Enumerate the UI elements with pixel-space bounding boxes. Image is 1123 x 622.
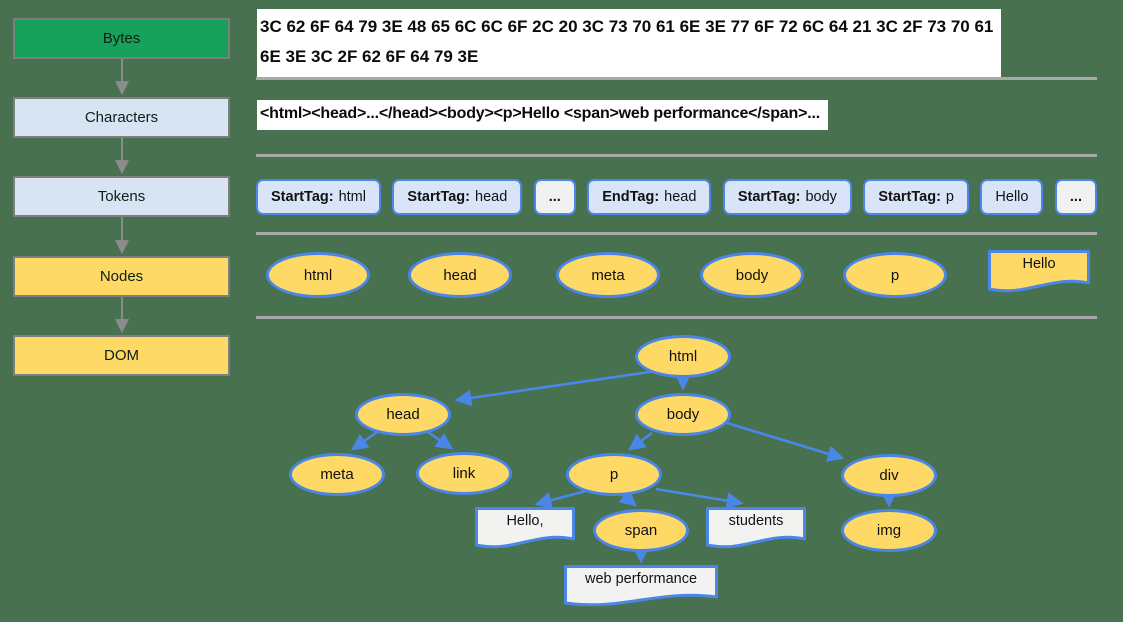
node-label: Hello, <box>506 513 544 529</box>
stage-label: Tokens <box>97 188 146 205</box>
tree-span-node: span <box>593 509 689 552</box>
tree-meta-node: meta <box>289 453 385 496</box>
token-value: head <box>664 189 697 205</box>
node-label: span <box>624 522 658 539</box>
nodes-row-html-node: html <box>266 252 370 298</box>
stage-label: DOM <box>104 347 139 364</box>
token-type: StartTag: <box>878 189 941 205</box>
node-label: head <box>386 406 420 423</box>
tree-edge-body-p <box>627 431 653 451</box>
tree-edge-p-span <box>618 489 637 507</box>
token-value: head <box>475 189 508 205</box>
node-label: meta <box>320 466 354 483</box>
token-box-starttag-html: StartTag:html <box>256 179 381 215</box>
tree-body-node: body <box>635 393 731 436</box>
node-label: html <box>303 266 333 284</box>
node-label: div <box>879 467 899 484</box>
node-label: body <box>735 266 769 284</box>
node-label: Hello <box>1022 256 1056 272</box>
token-value: p <box>945 189 954 205</box>
tree-img-node: img <box>841 509 937 552</box>
node-label: p <box>890 266 900 284</box>
bytes-hex-text: 3C 62 6F 64 79 3E 48 65 6C 6C 6F 2C 20 3… <box>257 9 1002 77</box>
stage-box-bytes: Bytes <box>13 18 230 59</box>
stage-box-characters: Characters <box>13 97 230 138</box>
token-type: StartTag: <box>407 189 470 205</box>
tree-edge-body-div <box>726 421 845 462</box>
node-label: meta <box>591 266 625 284</box>
node-label: p <box>609 466 619 483</box>
stage-label: Characters <box>84 109 159 126</box>
token-value: ... <box>1069 189 1082 205</box>
node-label: html <box>668 348 698 365</box>
token-box-endtag-head: EndTag:head <box>587 179 712 215</box>
nodes-row-head-node: head <box>408 252 512 298</box>
token-value: Hello <box>995 189 1029 205</box>
tree-students-node: students <box>706 507 806 556</box>
token-box-starttag-body: StartTag:body <box>722 179 852 215</box>
row-divider-2 <box>256 154 1097 157</box>
bytes-hex-line-1: 3C 62 6F 64 79 3E 48 65 6C 6C 6F 2C 20 3… <box>260 17 994 36</box>
tree-link-node: link <box>416 452 512 495</box>
tree-webperf-node: web performance <box>564 565 718 614</box>
tree-html-node: html <box>635 335 731 378</box>
nodes-row-body-node: body <box>700 252 804 298</box>
row-divider-4 <box>256 316 1097 319</box>
nodes-row-hello-node: Hello <box>988 250 1090 300</box>
tree-edge-p-students <box>655 487 744 510</box>
node-label: students <box>728 513 784 529</box>
tree-p-node: p <box>566 453 662 496</box>
token-box-...: ... <box>1054 179 1097 215</box>
tree-edge-head-meta <box>350 430 378 451</box>
tree-head-node: head <box>355 393 451 436</box>
token-box-Hello: Hello <box>980 179 1044 215</box>
token-value: ... <box>548 189 561 205</box>
token-type: StartTag: <box>271 189 334 205</box>
token-box-starttag-p: StartTag:p <box>863 179 969 215</box>
token-box-...: ... <box>533 179 576 215</box>
token-type: EndTag: <box>602 189 660 205</box>
nodes-row-p-node: p <box>843 252 947 298</box>
bytes-hex-line-2: 6E 3E 3C 2F 62 6F 64 79 3E <box>260 47 479 66</box>
row-divider-3 <box>256 232 1097 235</box>
node-label: img <box>876 522 902 539</box>
characters-text: <html><head>...</head><body><p>Hello <sp… <box>257 100 828 130</box>
stage-box-nodes: Nodes <box>13 256 230 297</box>
tree-hello-node: Hello, <box>475 507 575 556</box>
stage-box-dom: DOM <box>13 335 230 376</box>
stage-label: Bytes <box>102 30 141 47</box>
tree-edge-head-link <box>427 430 454 450</box>
node-label: body <box>666 406 700 423</box>
token-value: body <box>805 189 837 205</box>
token-value: html <box>338 189 366 205</box>
token-type: StartTag: <box>737 189 801 205</box>
node-label: web performance <box>584 571 698 587</box>
tree-edge-p-hello <box>534 489 587 509</box>
nodes-row-meta-node: meta <box>556 252 660 298</box>
node-label: head <box>443 266 477 284</box>
row-divider-1 <box>256 77 1097 80</box>
tree-div-node: div <box>841 454 937 497</box>
tree-edge-html-head <box>454 369 657 407</box>
stage-box-tokens: Tokens <box>13 176 230 217</box>
stage-label: Nodes <box>99 268 144 285</box>
node-label: link <box>452 465 476 482</box>
token-box-starttag-head: StartTag: head <box>392 179 523 215</box>
